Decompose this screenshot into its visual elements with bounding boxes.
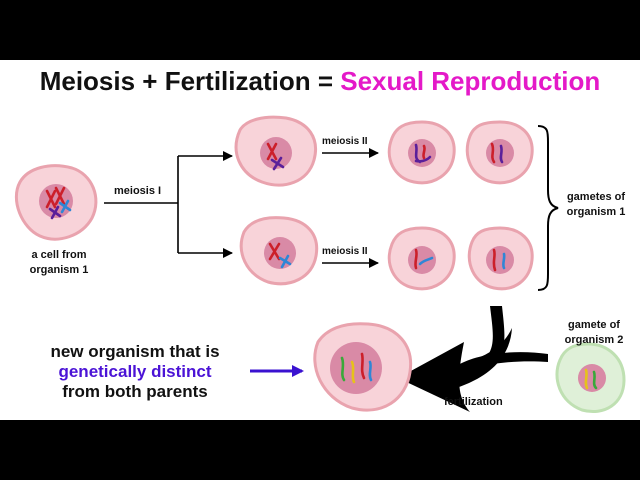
- gamete-organism-2: [555, 342, 626, 413]
- title-left: Meiosis + Fertilization =: [39, 66, 341, 96]
- gametes-label-line2: organism 1: [566, 206, 626, 218]
- meiosis-2-bottom-label: meiosis II: [322, 246, 368, 257]
- title-highlight: Sexual Reproduction: [340, 66, 601, 96]
- gamete-organism-2-label: gamete of organism 2: [552, 318, 636, 348]
- daughter-cell-bottom: [239, 216, 319, 286]
- new-organism-label: new organism that is genetically distinc…: [20, 342, 250, 402]
- meiosis-1-arrows: [104, 151, 233, 258]
- diagram-canvas: Meiosis + Fertilization = Sexual Reprodu…: [0, 60, 640, 420]
- right-curly-brace-icon: [537, 125, 559, 291]
- gametes-organism-1-label: gametes of organism 1: [554, 190, 638, 220]
- daughter-cell-top: [234, 115, 317, 187]
- meiosis-1-label: meiosis I: [114, 185, 162, 197]
- letterbox-top: [0, 0, 640, 60]
- letterbox-bottom: [0, 420, 640, 480]
- new-organism-line1: new organism that is: [50, 342, 220, 361]
- parent-cell-label: a cell from organism 1: [14, 248, 104, 278]
- gametes-label-line1: gametes of: [566, 191, 626, 203]
- meiosis-2-top-label: meiosis II: [322, 136, 368, 147]
- fertilization-label: fertilization: [444, 396, 503, 408]
- parent-cell-label-line2: organism 1: [29, 264, 89, 276]
- page-title: Meiosis + Fertilization = Sexual Reprodu…: [0, 60, 640, 102]
- gamete-2: [465, 120, 534, 185]
- meiosis-diagram: [14, 115, 626, 413]
- meiosis-2-arrows: [322, 148, 379, 268]
- gamete2-label-line1: gamete of: [568, 319, 620, 331]
- gamete2-label-line2: organism 2: [564, 334, 624, 346]
- gamete-3: [387, 226, 456, 291]
- new-organism-line3: from both parents: [62, 382, 208, 401]
- parent-cell: [14, 164, 98, 241]
- gamete-4: [467, 226, 534, 291]
- new-organism-line2: genetically distinct: [58, 362, 212, 381]
- gamete-1: [387, 120, 456, 185]
- new-organism-cell: [313, 322, 413, 412]
- parent-chromosomes: [45, 186, 72, 220]
- parent-cell-label-line1: a cell from: [31, 249, 87, 261]
- curved-arrow-icon: [398, 306, 548, 412]
